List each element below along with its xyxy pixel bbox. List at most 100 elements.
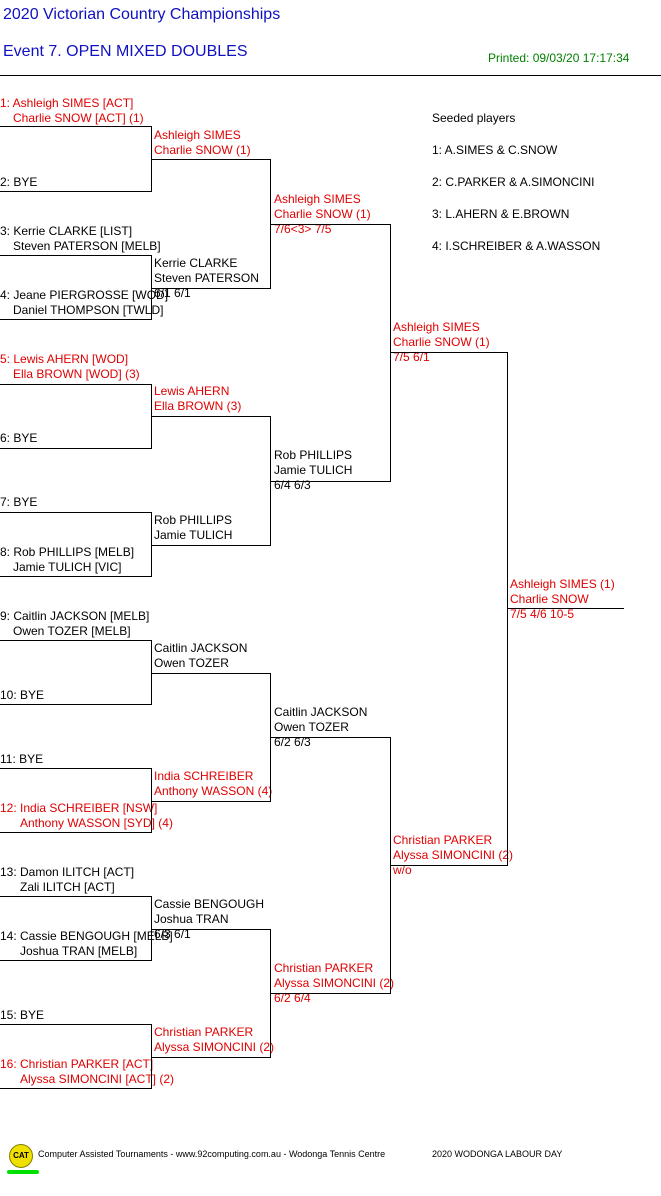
r2-match-6-line2: Anthony WASSON (4) [154,784,273,798]
r3-match-3-line1: Caitlin JACKSON [274,705,368,719]
bracket-line [270,929,271,1058]
sf-2-line1: Christian PARKER [393,833,493,847]
r3-match-3-score: 6/2 6/3 [274,735,311,749]
bracket-line [271,993,391,994]
bracket-line [507,352,508,866]
footer-event: 2020 WODONGA LABOUR DAY [432,1149,563,1159]
bracket-line [390,224,391,482]
bracket-line [152,1057,271,1058]
final-line1: Ashleigh SIMES (1) [510,577,615,591]
bracket-line [0,640,152,641]
r1-entry-15-line1: 15: BYE [0,1008,45,1022]
sf-2-line2: Alyssa SIMONCINI (2) [393,848,514,862]
bracket-line [151,126,152,192]
r1-entry-16-line1: 16: Christian PARKER [ACT] [0,1057,154,1071]
bracket-line [0,832,152,833]
final-score: 7/5 4/6 10-5 [510,607,575,621]
r1-entry-5-line2: Ella BROWN [WOD] (3) [13,367,140,381]
r1-entry-16-line2: Alyssa SIMONCINI [ACT] (2) [20,1072,175,1086]
bracket-line [270,673,271,802]
r1-entry-5-line1: 5: Lewis AHERN [WOD] [0,352,129,366]
bracket-line [270,416,271,546]
r3-match-2-line1: Rob PHILLIPS [274,448,353,462]
bracket-line [151,1024,152,1089]
r1-entry-6-line1: 6: BYE [0,431,38,445]
r2-match-2-line1: Kerrie CLARKE [154,256,238,270]
header-divider [0,75,661,76]
bracket-line [152,159,271,160]
r1-entry-9-line2: Owen TOZER [MELB] [13,624,131,638]
r2-match-7-line1: Cassie BENGOUGH [154,897,265,911]
r1-entry-12-line1: 12: India SCHREIBER [NSW] [0,801,158,815]
bracket-line [152,416,271,417]
seed-3: 3: L.AHERN & E.BROWN [432,207,570,221]
r1-entry-14-line2: Joshua TRAN [MELB] [20,944,138,958]
bracket-line [0,384,152,385]
r2-match-1-line1: Ashleigh SIMES [154,128,241,142]
footer-text: Computer Assisted Tournaments - www.92co… [38,1149,386,1159]
bracket-line [152,545,271,546]
r1-entry-14-line1: 14: Cassie BENGOUGH [MELB] [0,929,173,943]
r3-match-4-score: 6/2 6/4 [274,991,311,1005]
bracket-line [0,191,152,192]
bracket-line [271,737,391,738]
tournament-title: 2020 Victorian Country Championships [3,6,281,23]
bracket-line [0,768,152,769]
bracket-line [0,255,152,256]
seeded-heading: Seeded players [432,111,516,125]
seed-4: 4: I.SCHREIBER & A.WASSON [432,239,601,253]
bracket-line [0,1024,152,1025]
bracket-line [0,576,152,577]
event-title: Event 7. OPEN MIXED DOUBLES [3,43,248,60]
r1-entry-9-line1: 9: Caitlin JACKSON [MELB] [0,609,150,623]
r2-match-8-line2: Alyssa SIMONCINI (2) [154,1040,275,1054]
bracket-line [151,255,152,320]
seed-1: 1: A.SIMES & C.SNOW [432,143,558,157]
r2-match-4-line1: Rob PHILLIPS [154,513,233,527]
r1-entry-7-line1: 7: BYE [0,495,38,509]
r1-entry-4-line2: Daniel THOMPSON [TWLD] [13,303,164,317]
bracket-line [152,929,271,930]
r2-match-3-line1: Lewis AHERN [154,384,230,398]
seed-2: 2: C.PARKER & A.SIMONCINI [432,175,595,189]
bracket-line [152,801,271,802]
r3-match-2-line2: Jamie TULICH [274,463,353,477]
r3-match-4-line1: Christian PARKER [274,961,374,975]
bracket-line [151,384,152,449]
r1-entry-1-line1: 1: Ashleigh SIMES [ACT] [0,96,134,110]
bracket-line [151,768,152,833]
sf-2-score: w/o [393,863,412,877]
r2-match-1-line2: Charlie SNOW (1) [154,143,251,157]
r2-match-7-score: 6/3 6/1 [154,927,191,941]
bracket-line [271,224,391,225]
sf-1-line1: Ashleigh SIMES [393,320,480,334]
r2-match-5-line1: Caitlin JACKSON [154,641,248,655]
r2-match-3-line2: Ella BROWN (3) [154,399,242,413]
r1-entry-4-line1: 4: Jeane PIERGROSSE [WOD] [0,288,169,302]
r2-match-2-line2: Steven PATERSON [154,271,259,285]
bracket-line [0,1088,152,1089]
final-line2: Charlie SNOW [510,592,589,606]
bracket-line [0,896,152,897]
logo-underline [7,1170,39,1174]
r3-match-1-line2: Charlie SNOW (1) [274,207,371,221]
bracket-line [508,608,624,609]
bracket-line [0,960,152,961]
bracket-line [0,512,152,513]
bracket-line [0,319,152,320]
bracket-line [271,481,391,482]
r3-match-1-score: 7/6<3> 7/5 [274,222,332,236]
r1-entry-13-line1: 13: Damon ILITCH [ACT] [0,865,135,879]
printed-timestamp: Printed: 09/03/20 17:17:34 [488,51,630,65]
r2-match-6-line1: India SCHREIBER [154,769,254,783]
bracket-line [0,704,152,705]
bracket-line [152,673,271,674]
r3-match-3-line2: Owen TOZER [274,720,349,734]
bracket-line [270,159,271,289]
r1-entry-3-line2: Steven PATERSON [MELB] [13,239,161,253]
sf-1-line2: Charlie SNOW (1) [393,335,490,349]
r2-match-7-line2: Joshua TRAN [154,912,229,926]
r1-entry-8-line1: 8: Rob PHILLIPS [MELB] [0,545,135,559]
r2-match-5-line2: Owen TOZER [154,656,229,670]
bracket-line [391,352,508,353]
